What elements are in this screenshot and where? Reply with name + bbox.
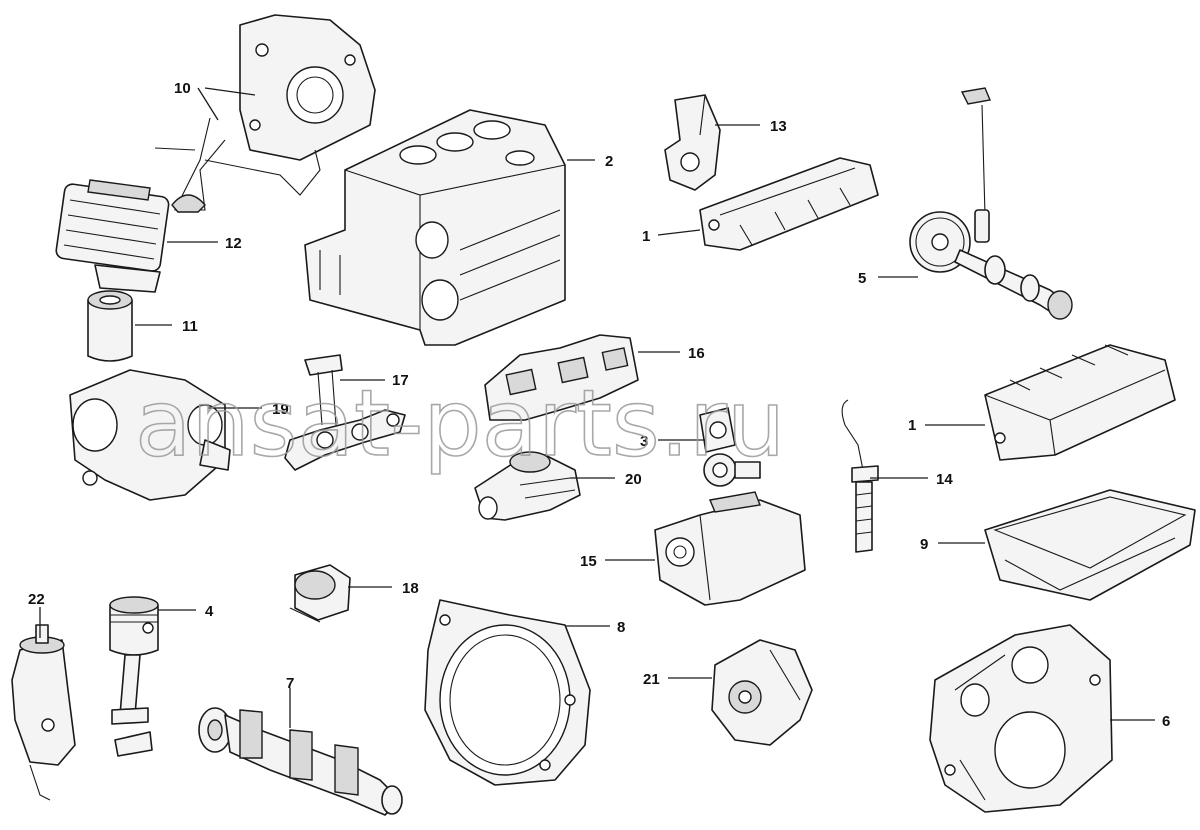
part-22-fuel-pump[interactable]: [11, 624, 76, 801]
part-1-valve-cover[interactable]: [699, 157, 879, 251]
part-7-crankshaft[interactable]: [198, 707, 403, 816]
callout-11: 11: [182, 318, 198, 335]
part-20-starter-motor[interactable]: [474, 451, 581, 521]
callout-8: 8: [617, 619, 625, 636]
callout-10: 10: [174, 80, 191, 97]
watermark-text: ansat-parts.ru: [135, 370, 785, 477]
callout-1-valve-cover: 1: [642, 228, 650, 245]
callout-labels: 10 2 13 1 5 12 11 16 17 19 1 3 20 14 9 1…: [28, 80, 1170, 730]
part-12-oil-cooler[interactable]: [55, 179, 170, 293]
part-6-gear-housing[interactable]: [929, 624, 1113, 813]
callout-21: 21: [643, 671, 660, 688]
callout-19: 19: [272, 401, 289, 418]
callout-17: 17: [392, 372, 409, 389]
callout-9: 9: [920, 536, 928, 553]
callout-4: 4: [205, 603, 214, 620]
callout-16: 16: [688, 345, 705, 362]
part-21-alternator[interactable]: [711, 639, 813, 746]
part-13-bracket[interactable]: [664, 94, 721, 191]
part-10-front-cover[interactable]: [154, 14, 376, 213]
callout-22: 22: [28, 591, 45, 608]
callout-15: 15: [580, 553, 597, 570]
callout-13: 13: [770, 118, 787, 135]
part-15-injection-pump[interactable]: [654, 491, 806, 606]
leader-lines: [39, 87, 1155, 728]
callout-1-cylinder-head: 1: [908, 417, 916, 434]
part-4-piston-rod[interactable]: [109, 596, 159, 757]
callout-14: 14: [936, 471, 953, 488]
callout-7: 7: [286, 675, 294, 692]
callout-3: 3: [640, 433, 648, 450]
part-1-cylinder-head[interactable]: [984, 344, 1176, 461]
callout-2: 2: [605, 153, 613, 170]
part-17-thermostat-housing[interactable]: [284, 354, 406, 471]
callout-5: 5: [858, 270, 866, 287]
part-14-sensor[interactable]: [841, 399, 879, 553]
part-9-oil-pan[interactable]: [984, 489, 1196, 601]
part-19-water-pump-housing[interactable]: [69, 369, 231, 501]
callout-20: 20: [625, 471, 642, 488]
part-3-flange-adapter[interactable]: [699, 407, 761, 487]
part-5-camshaft[interactable]: [909, 87, 1073, 320]
part-11-oil-filter[interactable]: [87, 290, 133, 362]
part-2-engine-block[interactable]: [304, 109, 566, 346]
callout-12: 12: [225, 235, 242, 252]
callout-6: 6: [1162, 713, 1170, 730]
part-16-exhaust-manifold[interactable]: [484, 334, 639, 421]
part-8-flywheel-housing[interactable]: [424, 599, 591, 786]
part-18-thermostat[interactable]: [289, 564, 351, 623]
callout-18: 18: [402, 580, 419, 597]
